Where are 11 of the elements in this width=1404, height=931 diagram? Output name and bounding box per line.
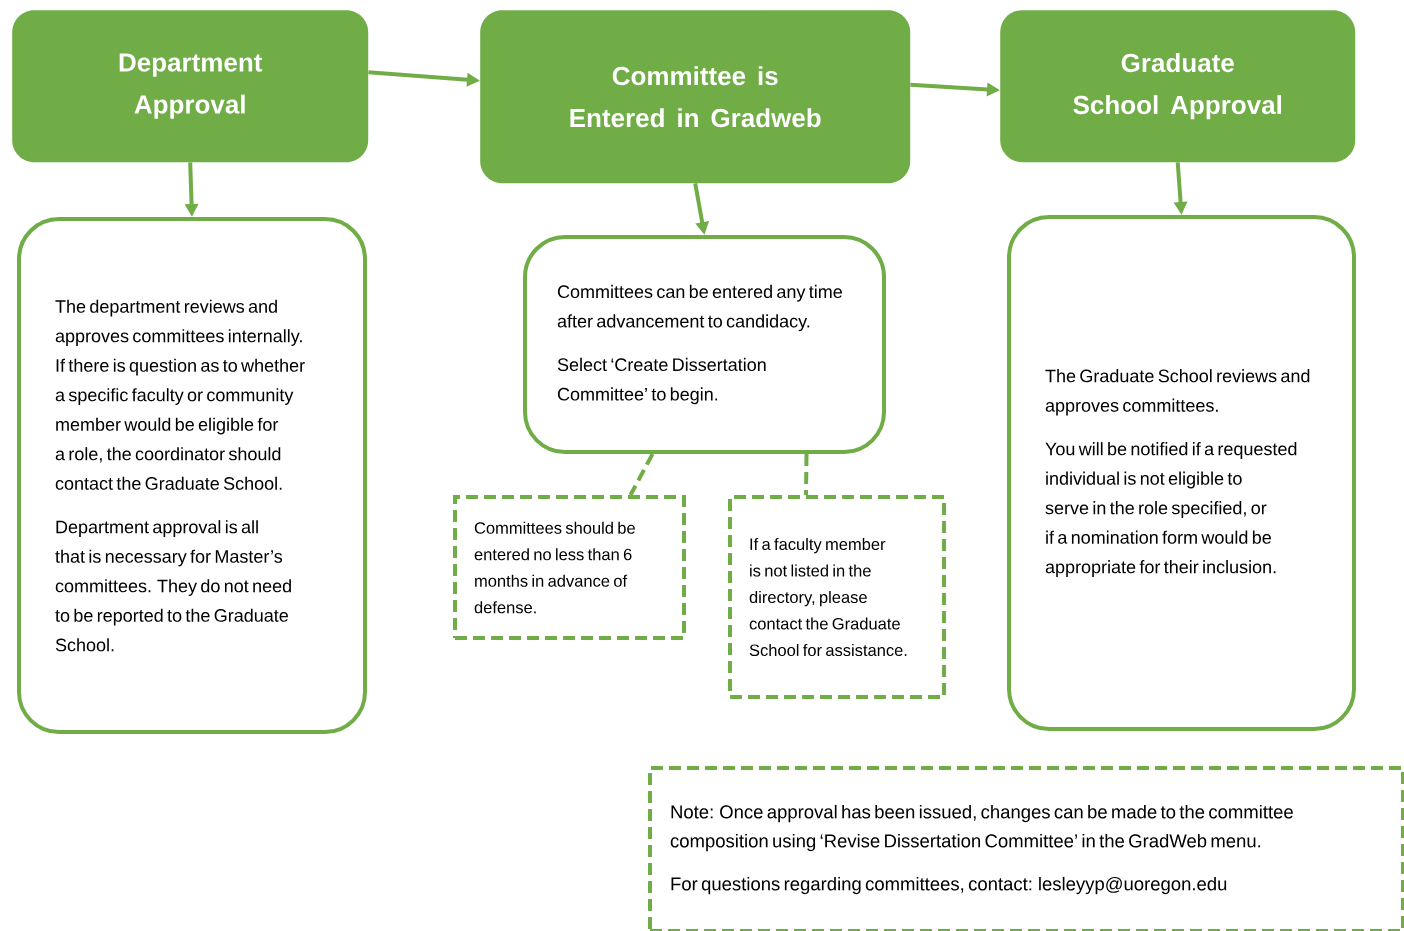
step-box: Department Approval (12, 10, 369, 163)
step-box: Graduate School Approval (1000, 10, 1356, 163)
step-box: Committee is Entered in Gradweb (480, 10, 911, 184)
note-box: Note: Once approval has been issued, changes can be made to the committee composition using ‘Revise Dissertation Committee’ in the GradWeb menu. For questions regarding committees, contact: lesleyyp@uoregon.edu (648, 766, 1404, 931)
connector-line (628, 453, 655, 496)
note-box: Committees should be entered no less than 6 months in advance of defense. (453, 495, 686, 640)
note-box: If a faculty member is not listed in the directory, please contact the Graduate School for assistance. (728, 495, 946, 699)
description-box: The department reviews and approves committees internally. If there is question as to whether a specific faculty or community member would be eligible for a role, the coordinator should contact the Graduate School. Department approval is all that is necessary for Master’s committees. They do not need to be reported to the Graduate School. (17, 217, 367, 734)
connector-line (804, 454, 809, 496)
description-box: The Graduate School reviews and approves committees. You will be notified if a requested individual is not eligible to serve in the role specified, or if a nomination form would be appropriate for their inclusion. (1007, 215, 1356, 731)
description-box: Committees can be entered any time after advancement to candidacy. Select ‘Create Dissertation Committee’ to begin. (523, 235, 886, 454)
